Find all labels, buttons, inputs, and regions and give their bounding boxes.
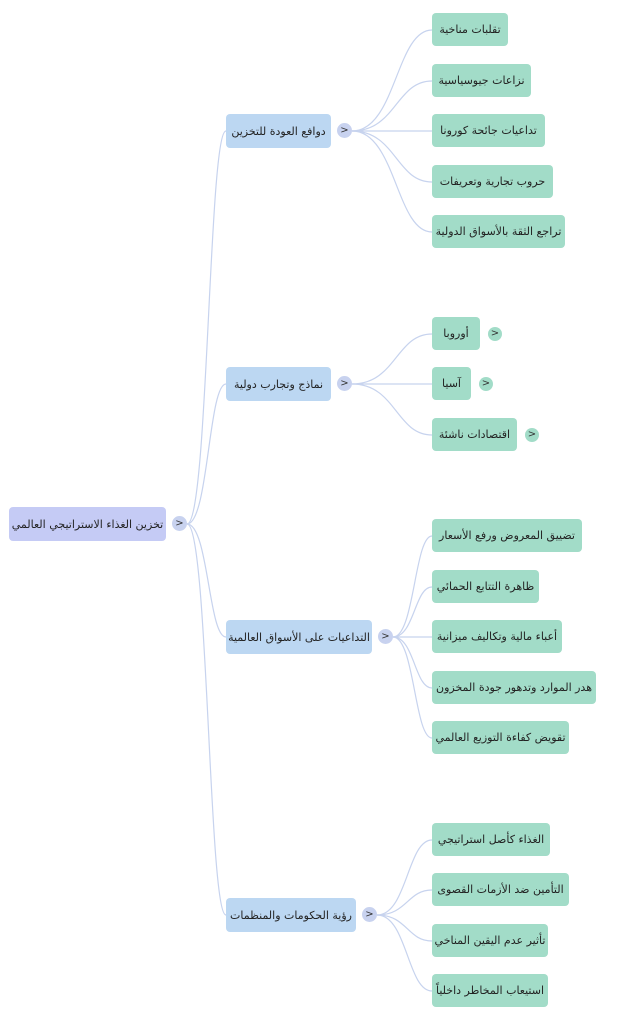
leaf-node[interactable]: استيعاب المخاطر داخلياً xyxy=(432,974,548,1007)
branch-toggle-icon[interactable]: > xyxy=(362,907,377,922)
branch-label: دوافع العودة للتخزين xyxy=(231,124,326,138)
connector-line xyxy=(186,383,227,525)
leaf-label: نزاعات جيوسياسية xyxy=(438,74,525,87)
leaf-node[interactable]: نزاعات جيوسياسية xyxy=(432,64,531,97)
connector-line xyxy=(392,636,433,689)
leaf-node[interactable]: هدر الموارد وتدهور جودة المخزون xyxy=(432,671,596,704)
leaf-node-asia[interactable]: آسيا xyxy=(432,367,471,400)
leaf-label: تداعيات جائحة كورونا xyxy=(440,124,537,137)
connector-line xyxy=(392,636,433,739)
connector-line xyxy=(376,889,433,916)
leaf-label: تراجع الثقة بالأسواق الدولية xyxy=(435,225,562,238)
leaf-node-europe[interactable]: أوروبا xyxy=(432,317,480,350)
leaf-label: هدر الموارد وتدهور جودة المخزون xyxy=(436,681,593,694)
connector-line xyxy=(351,130,433,233)
branch-label: رؤية الحكومات والمنظمات xyxy=(230,908,352,922)
leaf-label: أعباء مالية وتكاليف ميزانية xyxy=(436,630,558,643)
leaf-node[interactable]: التأمين ضد الأزمات القصوى xyxy=(432,873,569,906)
leaf-label: أوروبا xyxy=(443,327,469,340)
expand-toggle-icon[interactable]: > xyxy=(488,327,502,341)
root-node[interactable]: تخزين الغذاء الاستراتيجي العالمي xyxy=(9,507,166,541)
root-toggle-icon[interactable]: > xyxy=(172,516,187,531)
leaf-label: الغذاء كأصل استراتيجي xyxy=(437,833,545,846)
connector-line xyxy=(351,333,433,385)
leaf-node-emerging[interactable]: اقتصادات ناشئة xyxy=(432,418,517,451)
leaf-node[interactable]: الغذاء كأصل استراتيجي xyxy=(432,823,550,856)
leaf-node[interactable]: تداعيات جائحة كورونا xyxy=(432,114,545,147)
leaf-node[interactable]: ظاهرة التتابع الحمائي xyxy=(432,570,539,603)
connector-line xyxy=(351,383,433,436)
leaf-label: تضييق المعروض ورفع الأسعار xyxy=(439,529,575,542)
expand-toggle-icon[interactable]: > xyxy=(525,428,539,442)
branch-toggle-icon[interactable]: > xyxy=(337,123,352,138)
leaf-label: تقويض كفاءة التوزيع العالمي xyxy=(435,731,566,744)
branch-node-governments[interactable]: رؤية الحكومات والمنظمات xyxy=(226,898,356,932)
connector-line xyxy=(186,130,227,525)
branch-label: التداعيات على الأسواق العالمية xyxy=(228,630,370,644)
leaf-node[interactable]: أعباء مالية وتكاليف ميزانية xyxy=(432,620,562,653)
branch-toggle-icon[interactable]: > xyxy=(378,629,393,644)
branch-node-motives[interactable]: دوافع العودة للتخزين xyxy=(226,114,331,148)
connector-line xyxy=(351,80,433,132)
leaf-node[interactable]: تضييق المعروض ورفع الأسعار xyxy=(432,519,582,552)
leaf-node[interactable]: تقويض كفاءة التوزيع العالمي xyxy=(432,721,569,754)
leaf-node[interactable]: تأثير عدم اليقين المناخي xyxy=(432,924,548,957)
connector-line xyxy=(376,839,433,916)
root-label: تخزين الغذاء الاستراتيجي العالمي xyxy=(11,517,164,531)
connector-line xyxy=(376,914,433,992)
leaf-label: تأثير عدم اليقين المناخي xyxy=(434,934,546,947)
leaf-label: اقتصادات ناشئة xyxy=(438,428,511,441)
branch-node-models[interactable]: نماذج وتجارب دولية xyxy=(226,367,331,401)
connector-line xyxy=(351,130,433,183)
leaf-label: تقلبات مناخية xyxy=(439,23,501,36)
branch-toggle-icon[interactable]: > xyxy=(337,376,352,391)
leaf-label: حروب تجارية وتعريفات xyxy=(439,175,546,188)
leaf-node[interactable]: حروب تجارية وتعريفات xyxy=(432,165,553,198)
connector-line xyxy=(351,29,433,132)
connector-line xyxy=(392,586,433,638)
connector-line xyxy=(186,523,227,916)
expand-toggle-icon[interactable]: > xyxy=(479,377,493,391)
branch-node-impacts[interactable]: التداعيات على الأسواق العالمية xyxy=(226,620,372,654)
leaf-label: استيعاب المخاطر داخلياً xyxy=(435,984,545,997)
leaf-label: آسيا xyxy=(442,377,461,390)
connector-line xyxy=(186,523,227,638)
connector-line xyxy=(376,914,433,942)
branch-label: نماذج وتجارب دولية xyxy=(233,377,324,391)
connector-line xyxy=(392,535,433,638)
leaf-node[interactable]: تقلبات مناخية xyxy=(432,13,508,46)
leaf-label: ظاهرة التتابع الحمائي xyxy=(436,580,535,593)
leaf-node[interactable]: تراجع الثقة بالأسواق الدولية xyxy=(432,215,565,248)
leaf-label: التأمين ضد الأزمات القصوى xyxy=(437,883,564,896)
